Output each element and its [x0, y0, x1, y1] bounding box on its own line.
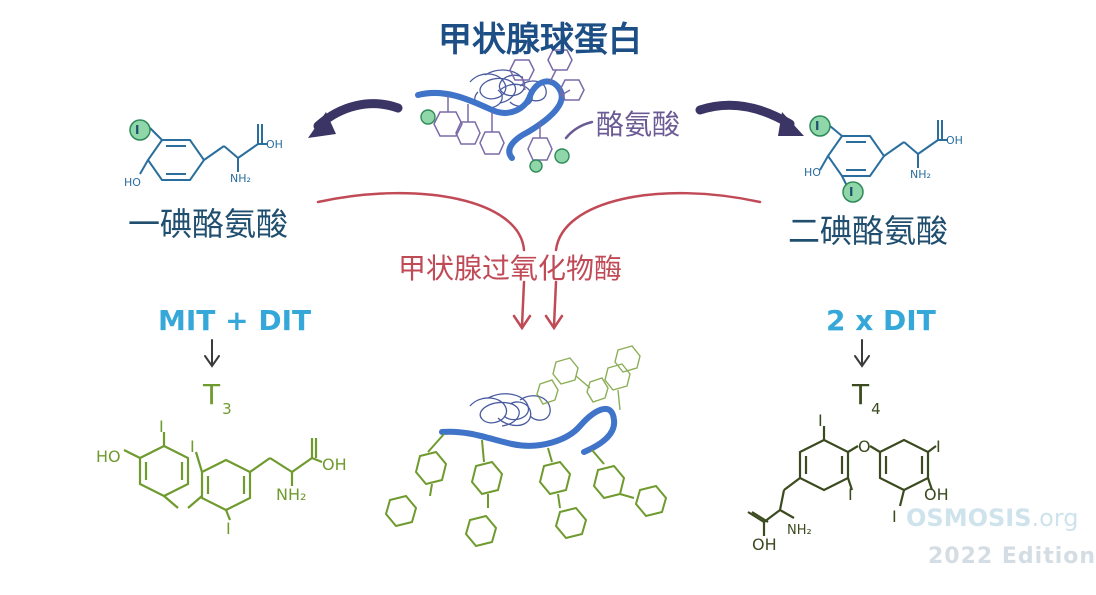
t4-amine-label: NH₂ — [787, 523, 812, 538]
mit-hydroxyl-label: HO — [124, 176, 141, 189]
t3-iodine-b-label: I — [190, 437, 195, 456]
brand-suffix: .org — [1031, 504, 1079, 532]
thyroglobulin-protein-top — [415, 49, 594, 173]
t4-letter: T — [852, 378, 870, 411]
t3-letter: T — [203, 378, 221, 411]
osmosis-logo: OSMOSIS.org — [906, 504, 1078, 532]
enzyme-label: 甲状腺过氧化物酶 — [398, 252, 623, 285]
dit-label: 二碘酪氨酸 — [788, 212, 949, 250]
thyroglobulin-protein-bottom — [384, 345, 668, 548]
t3-subscript: 3 — [222, 400, 232, 418]
dit-iodine-top-label: I — [815, 119, 819, 133]
t4-iodine-a-label: I — [818, 411, 823, 430]
t4-iodine-d-label: I — [892, 507, 897, 526]
dit-acid-label: OH — [946, 134, 963, 147]
tyrosine-label: 酪氨酸 — [596, 108, 681, 141]
dit-iodine-bottom-label: I — [849, 185, 853, 199]
t3-hydroxyl-label: HO — [96, 447, 121, 466]
arrow-to-dit — [695, 100, 795, 129]
t4-oxygen-label: O — [858, 437, 871, 456]
edition-label: 2022 Edition — [928, 544, 1096, 569]
mit-structure-labels: I HO NH₂ OH — [124, 123, 283, 189]
t3-structure — [123, 432, 323, 521]
t4-subscript: 4 — [871, 400, 881, 418]
mit-amine-label: NH₂ — [230, 172, 251, 185]
dit-hydroxyl-label: HO — [804, 166, 821, 179]
dit-structure-labels: I I HO NH₂ OH — [804, 119, 963, 199]
mit-structure — [139, 124, 268, 181]
right-equation: 2 x DIT — [826, 304, 936, 337]
t3-iodine-c-label: I — [226, 519, 231, 538]
t3-acid-label: OH — [322, 455, 347, 474]
t4-iodine-c-label: I — [936, 437, 941, 456]
t4-hydroxyl-label: OH — [924, 485, 949, 504]
dit-structure — [819, 120, 948, 189]
dit-amine-label: NH₂ — [910, 168, 931, 181]
t4-structure — [747, 426, 937, 536]
t3-structure-labels: HO I I I OH NH₂ — [96, 417, 347, 538]
mit-iodine-label: I — [135, 123, 139, 137]
mit-label: 一碘酪氨酸 — [128, 205, 289, 243]
t4-iodine-b-label: I — [848, 485, 853, 504]
enzyme-arrows — [316, 191, 762, 331]
t4-acid-label: OH — [752, 535, 777, 554]
t4-structure-labels: I I I I OH NH₂ OH O — [752, 411, 949, 554]
t3-iodine-a-label: I — [159, 417, 164, 436]
mit-acid-label: OH — [266, 138, 283, 151]
page-title: 甲状腺球蛋白 — [438, 20, 642, 60]
left-equation: MIT + DIT — [158, 304, 312, 337]
brand-name: OSMOSIS — [906, 504, 1032, 532]
t3-amine-label: NH₂ — [276, 485, 306, 504]
